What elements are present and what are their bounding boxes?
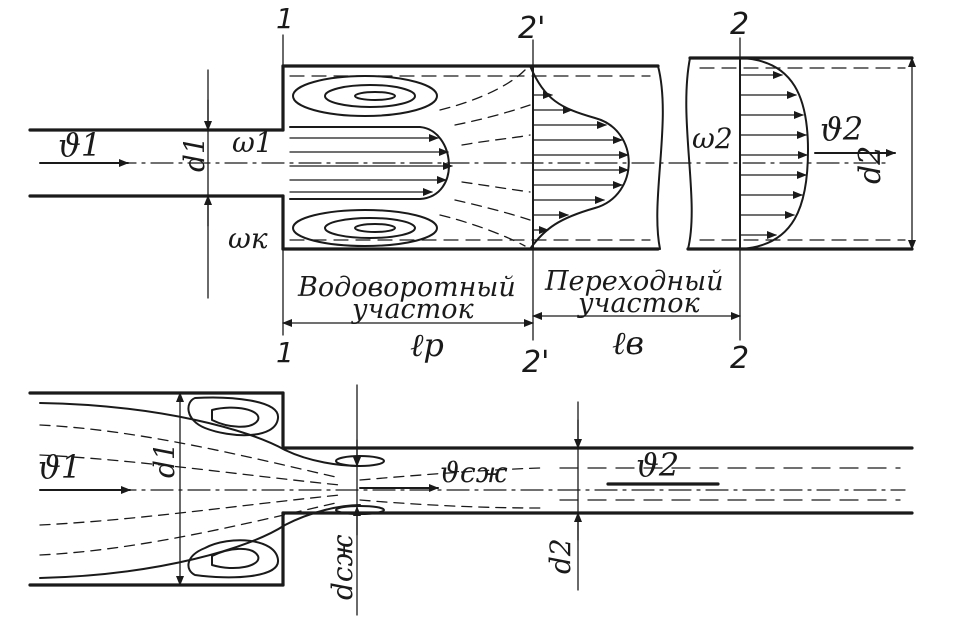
top-figure: 1 1 2' 2' 2 2 ϑ1 d1 ω1 ωк ω2 ϑ2 d2 Водов… bbox=[28, 2, 916, 380]
v2-label: ϑ2 bbox=[820, 110, 863, 148]
zone2-label-line2: участок bbox=[577, 288, 701, 319]
zone2-label-line1: Переходный bbox=[544, 266, 724, 297]
profile-transitional bbox=[529, 65, 630, 250]
break-line-right bbox=[685, 57, 693, 250]
section-1-top-label: 1 bbox=[276, 2, 294, 35]
dcz-label: dсж bbox=[326, 534, 359, 600]
corner-eddy-top bbox=[187, 396, 280, 437]
v2-label-b: ϑ2 bbox=[636, 446, 679, 484]
section-2-bottom-label: 2 bbox=[730, 341, 749, 376]
upper-eddy bbox=[292, 75, 438, 117]
contract-stream-bottom bbox=[39, 504, 361, 579]
bottom-figure: ϑ1 d1 ϑсж ϑ2 dсж d2 bbox=[28, 384, 914, 616]
contract-stream-top bbox=[39, 402, 361, 467]
section-2-top-label: 2 bbox=[730, 7, 749, 42]
omega1-label: ω1 bbox=[232, 126, 273, 159]
vcz-label: ϑсж bbox=[440, 456, 508, 489]
lp-label: ℓр bbox=[410, 326, 444, 364]
section-1-bottom-label: 1 bbox=[276, 336, 294, 369]
v1-label-b: ϑ1 bbox=[38, 448, 81, 486]
omega2-label: ω2 bbox=[692, 122, 733, 155]
section-2p-bottom-label: 2' bbox=[522, 345, 549, 380]
break-line-left bbox=[656, 65, 664, 250]
vena-eddy-top bbox=[335, 455, 385, 467]
profile-omega2 bbox=[739, 57, 809, 250]
zone1-label-line2: участок bbox=[351, 294, 475, 325]
streamlines-bottom bbox=[39, 424, 901, 556]
omega-k-label: ωк bbox=[228, 222, 268, 255]
d2-label-b: d2 bbox=[544, 538, 577, 574]
v1-label: ϑ1 bbox=[58, 126, 101, 164]
lower-eddy bbox=[292, 209, 438, 247]
streamlines-top bbox=[439, 69, 531, 247]
d1-label: d1 bbox=[178, 136, 211, 172]
profile-omega1 bbox=[289, 126, 453, 200]
corner-eddy-bottom bbox=[187, 539, 280, 579]
lv-label: ℓв bbox=[612, 324, 644, 362]
zone1-label-line1: Водоворотный bbox=[297, 272, 516, 303]
section-2p-top-label: 2' bbox=[518, 11, 545, 46]
d2-label: d2 bbox=[853, 146, 888, 184]
d1-label-b: d1 bbox=[148, 442, 181, 478]
